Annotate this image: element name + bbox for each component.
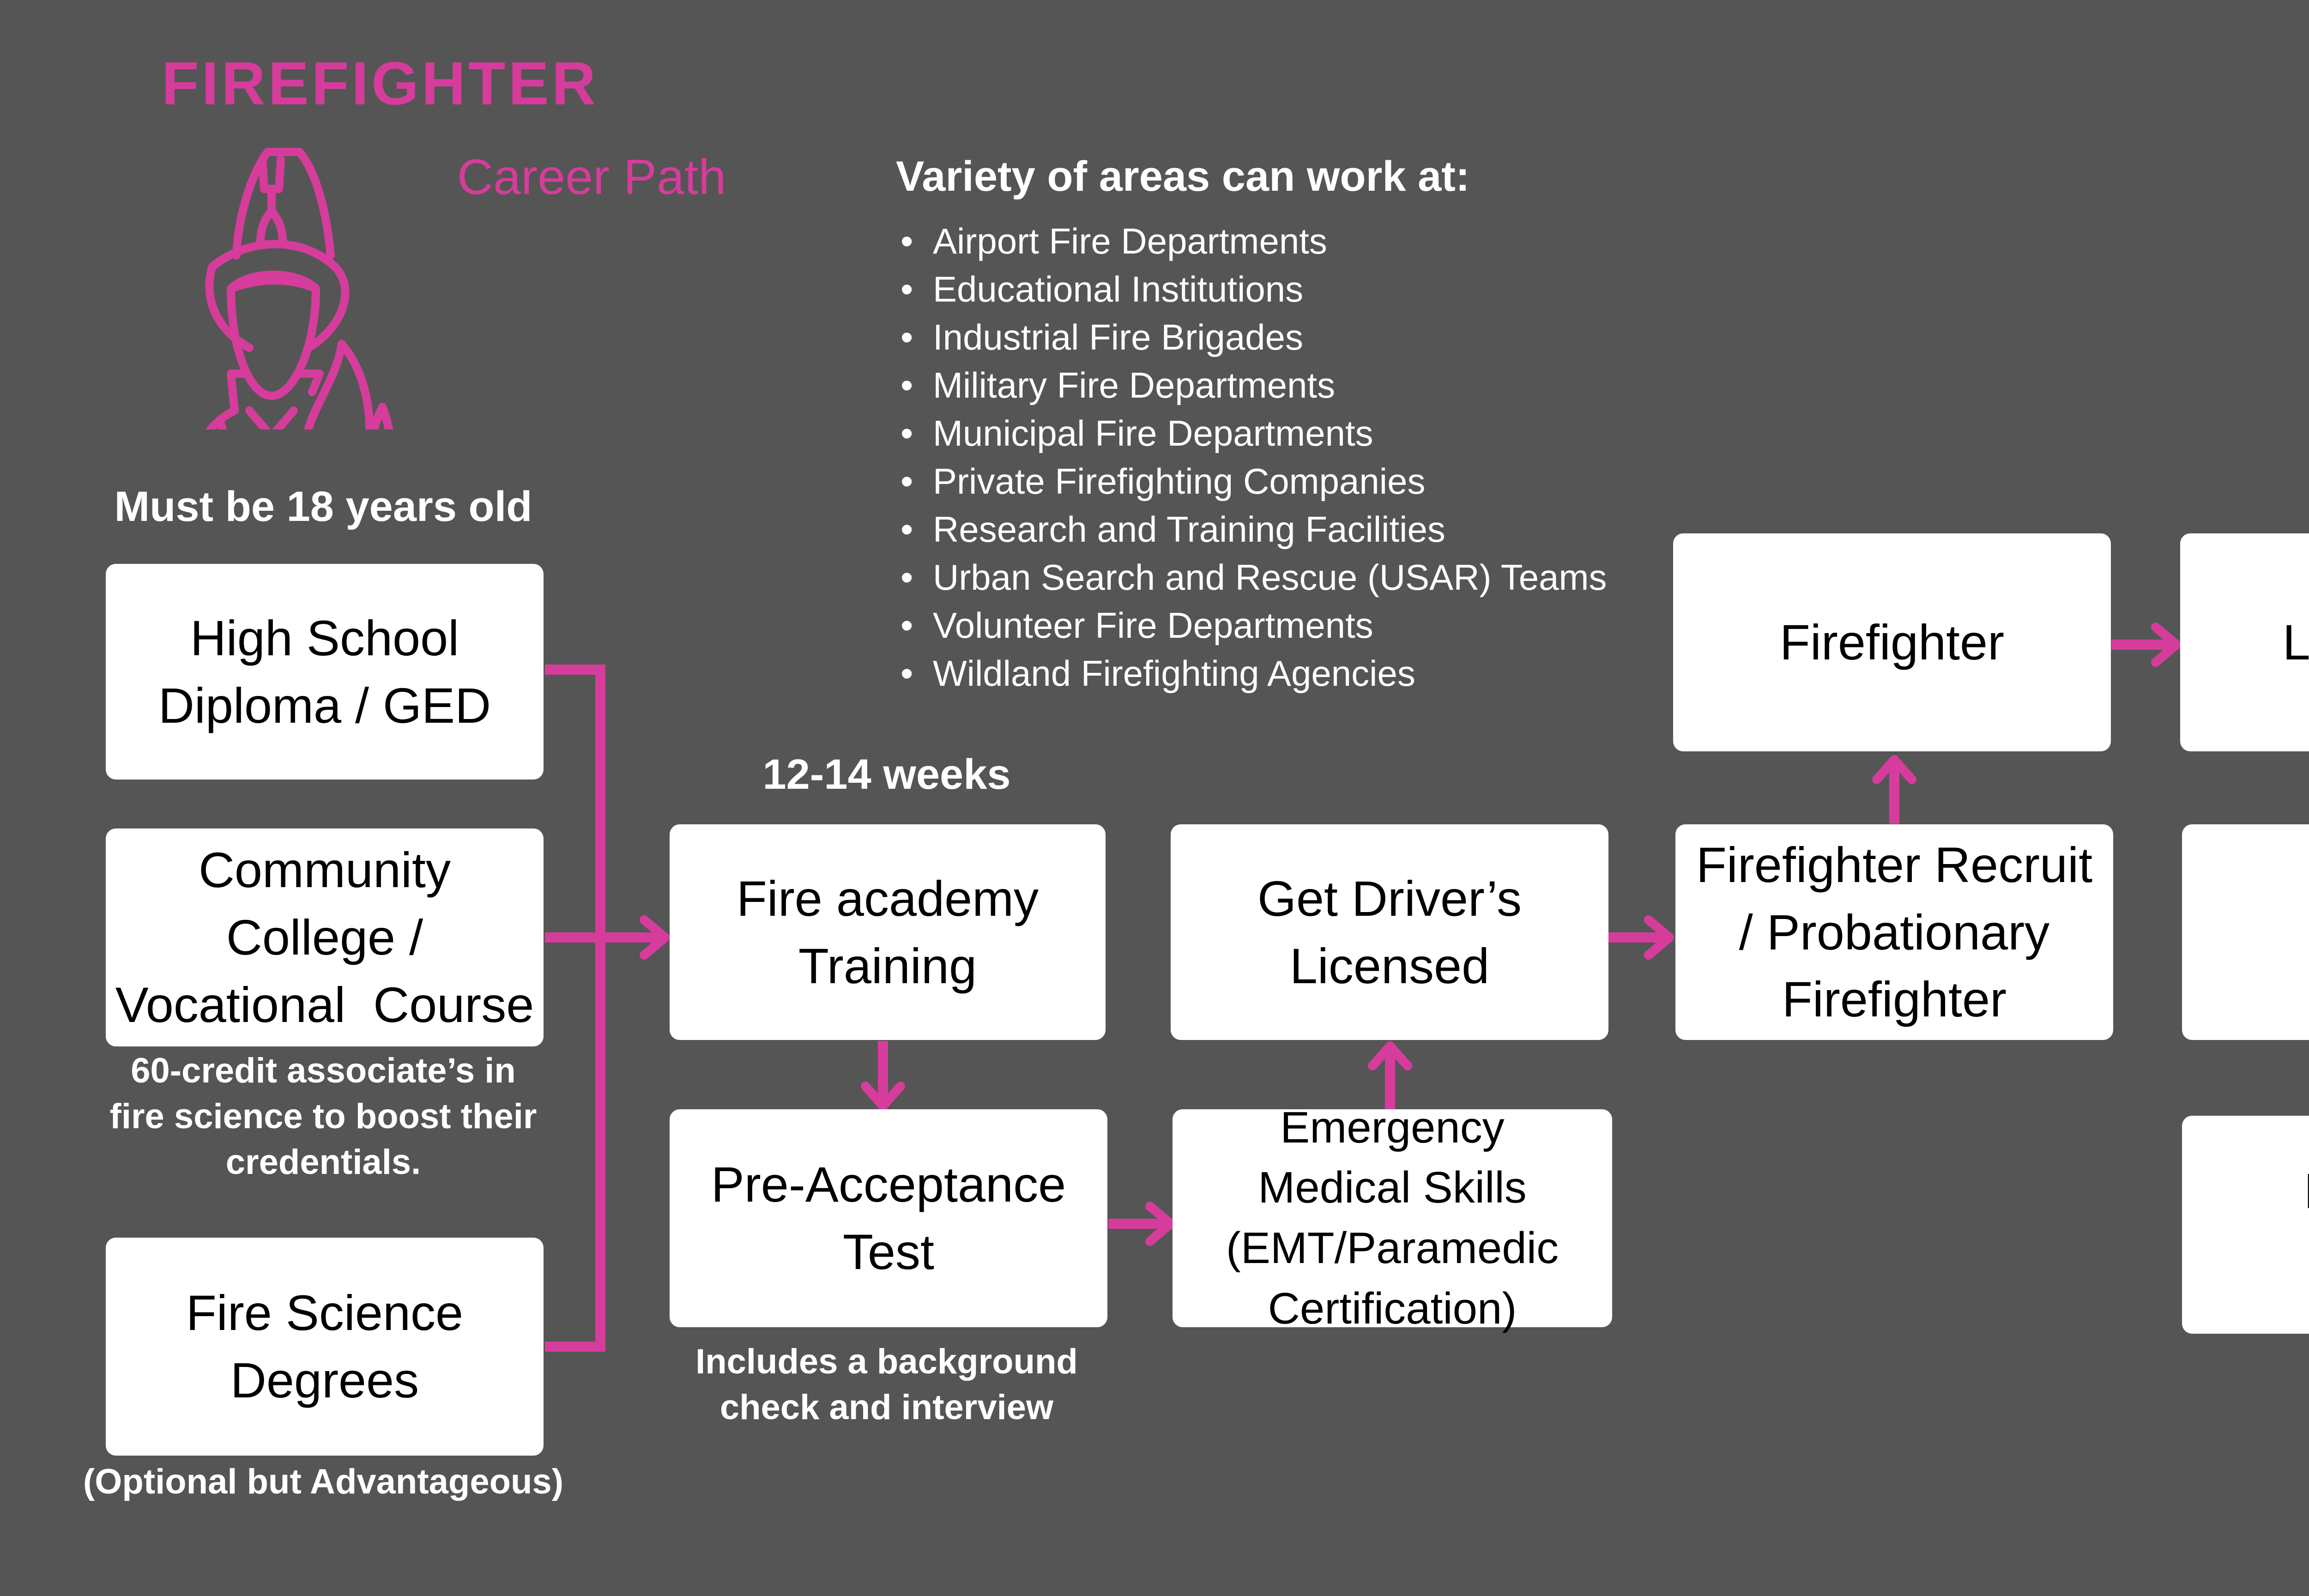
box-line: College / xyxy=(226,909,423,966)
arrowhead-icon xyxy=(2151,623,2181,667)
note-line: Includes a background xyxy=(695,1342,1078,1381)
note-line: 60-credit associate’s in xyxy=(131,1051,516,1090)
box-line: Diploma / GED xyxy=(158,677,491,733)
step-lieutenant: Lieutenant xyxy=(2180,533,2309,751)
arrowhead-icon xyxy=(1872,755,1916,784)
area-item: Military Fire Departments xyxy=(901,361,1607,409)
arrowhead-icon xyxy=(640,915,670,960)
box-line: Medical Skills xyxy=(1258,1163,1527,1213)
box-line: Certification) xyxy=(1268,1283,1517,1333)
box-line: Test xyxy=(842,1224,935,1280)
area-item: Educational Institutions xyxy=(901,265,1607,313)
box-line: Vocational Course xyxy=(115,976,534,1033)
page-subtitle: Career Path xyxy=(457,149,726,205)
area-item: Airport Fire Departments xyxy=(901,217,1607,265)
area-item: Urban Search and Rescue (USAR) Teams xyxy=(901,553,1607,601)
page-title: FIREFIGHTER xyxy=(162,49,598,117)
area-item: Private Firefighting Companies xyxy=(901,457,1607,505)
pre-acceptance-note: Includes a background check and intervie… xyxy=(656,1339,1118,1431)
box-line: High School xyxy=(190,610,459,666)
box-line: Lieutenant xyxy=(2282,614,2309,671)
areas-heading: Variety of areas can work at: xyxy=(896,153,1470,200)
areas-list: Airport Fire Departments Educational Ins… xyxy=(901,217,1607,697)
area-item: Municipal Fire Departments xyxy=(901,409,1607,457)
age-requirement: Must be 18 years old xyxy=(114,483,532,530)
area-item: Volunteer Fire Departments xyxy=(901,601,1607,649)
fire-science-note: (Optional but Advantageous) xyxy=(83,1462,564,1501)
box-line: Fire academy xyxy=(736,870,1039,926)
connector-line xyxy=(545,665,605,1352)
box-line: Community xyxy=(198,842,451,898)
firefighter-icon xyxy=(205,148,393,429)
area-item: Industrial Fire Brigades xyxy=(901,313,1607,361)
box-line: Pre-Acceptance xyxy=(711,1156,1066,1213)
step-captain: Captain xyxy=(2182,824,2309,1040)
box-line: Licensed xyxy=(1289,937,1490,994)
box-line: Firefighter xyxy=(1779,614,2005,671)
note-line: credentials. xyxy=(225,1142,421,1182)
training-duration: 12-14 weeks xyxy=(762,751,1011,798)
box-line: Training xyxy=(798,937,977,994)
area-item: Research and Training Facilities xyxy=(901,505,1607,553)
box-line: Firefighter Recruit xyxy=(1696,836,2093,893)
arrowhead-icon xyxy=(861,1082,905,1111)
box-line: Get Driver’s xyxy=(1257,870,1522,926)
community-college-note: 60-credit associate’s in fire science to… xyxy=(83,1048,563,1185)
arrowhead-icon xyxy=(1145,1202,1175,1246)
arrowhead-icon xyxy=(1368,1041,1412,1070)
box-line: Degrees xyxy=(230,1352,419,1408)
step-battalion-chief: BattalionChief xyxy=(2182,1116,2309,1334)
arrowhead-icon xyxy=(1644,915,1674,960)
box-line: Emergency xyxy=(1280,1102,1505,1152)
step-firefighter: Firefighter xyxy=(1673,533,2111,751)
note-line: fire science to boost their xyxy=(109,1096,537,1136)
box-line: / Probationary xyxy=(1739,904,2050,960)
box-line: Battalion xyxy=(2304,1157,2309,1225)
box-line: Firefighter xyxy=(1782,971,2007,1028)
area-item: Wildland Firefighting Agencies xyxy=(901,649,1607,697)
note-line: check and interview xyxy=(719,1387,1054,1427)
box-line: Fire Science xyxy=(186,1285,464,1341)
box-line: (EMT/Paramedic xyxy=(1226,1223,1559,1273)
box-line: Chief xyxy=(2304,1225,2309,1292)
